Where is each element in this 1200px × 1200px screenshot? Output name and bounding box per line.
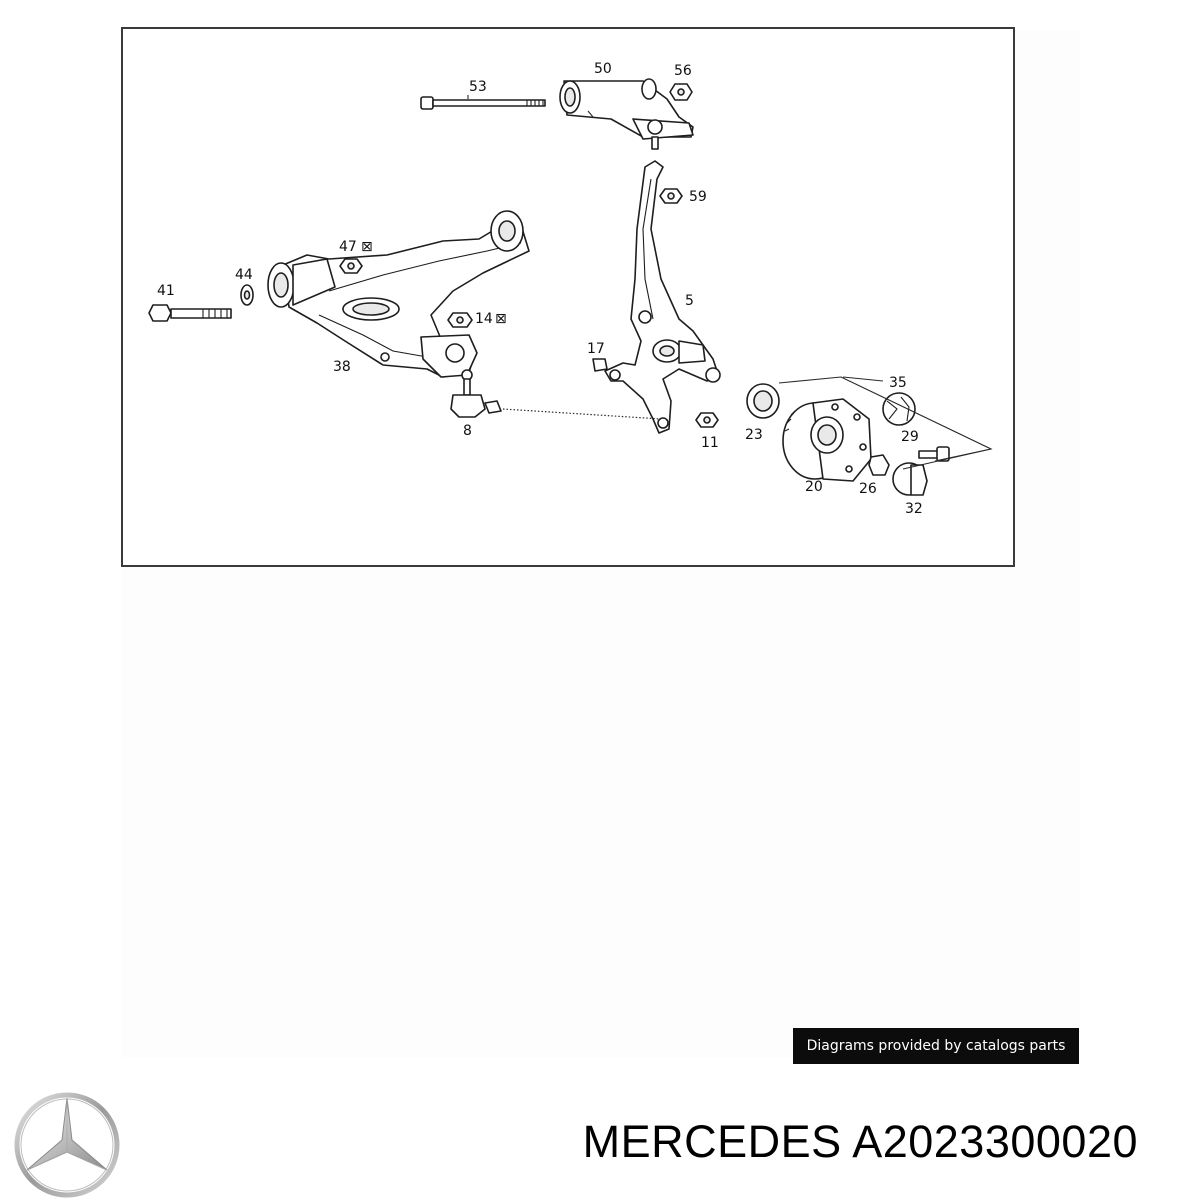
callout-14: 14 [475, 311, 493, 327]
callout-5: 5 [685, 293, 694, 309]
callout-53: 53 [469, 79, 487, 95]
nut-59 [659, 188, 683, 204]
callout-35: 35 [889, 375, 907, 391]
lower-control-arm-38 [267, 210, 530, 378]
callout-56: 56 [674, 63, 692, 79]
callout-41: 41 [157, 283, 175, 299]
callout-44: 44 [235, 267, 253, 283]
callout-23: 23 [745, 427, 763, 443]
nut-17 [592, 358, 608, 372]
replace-marker-icon: ⊠ [361, 239, 373, 255]
leader-lines [467, 95, 993, 470]
callout-11: 11 [701, 435, 719, 451]
credit-text: Diagrams provided by catalogs parts [806, 1038, 1066, 1054]
upper-control-arm-50 [559, 78, 694, 150]
callout-20: 20 [805, 479, 823, 495]
seal-23 [746, 383, 780, 419]
bolt-41 [148, 304, 232, 322]
diagram-credit-badge: Diagrams provided by catalogs parts [793, 1028, 1079, 1064]
nut-47 [339, 258, 363, 274]
bolt-29 [918, 446, 950, 462]
ball-joint-8 [450, 369, 502, 418]
callout-26: 26 [859, 481, 877, 497]
nut-11 [695, 412, 719, 428]
nut-14 [447, 312, 473, 328]
callout-17: 17 [587, 341, 605, 357]
callout-8: 8 [463, 423, 472, 439]
nut-56 [669, 83, 693, 101]
replace-marker-icon: ⊠ [495, 311, 507, 327]
washer-44 [240, 284, 254, 306]
callout-47: 47 [339, 239, 357, 255]
tool-35 [882, 392, 916, 426]
nut-26 [868, 454, 890, 476]
callout-labels: 53 50 56 59 47 ⊠ 44 41 14 ⊠ 5 17 38 8 11… [157, 61, 923, 517]
steering-knuckle-5 [604, 160, 721, 434]
three-pointed-star-icon [14, 1092, 120, 1198]
wheel-hub-20 [782, 398, 872, 482]
bolt-53 [420, 96, 546, 110]
callout-29: 29 [901, 429, 919, 445]
front-suspension-diagram: 53 50 56 59 47 ⊠ 44 41 14 ⊠ 5 17 38 8 11… [148, 61, 993, 517]
callout-50: 50 [594, 61, 612, 77]
callout-59: 59 [689, 189, 707, 205]
part-number-title: MERCEDES A2023300020 [582, 1116, 1138, 1167]
callout-38: 38 [333, 359, 351, 375]
parts-diagram-frame: 53 50 56 59 47 ⊠ 44 41 14 ⊠ 5 17 38 8 11… [121, 27, 1015, 567]
cap-32 [892, 462, 928, 496]
callout-32: 32 [905, 501, 923, 517]
